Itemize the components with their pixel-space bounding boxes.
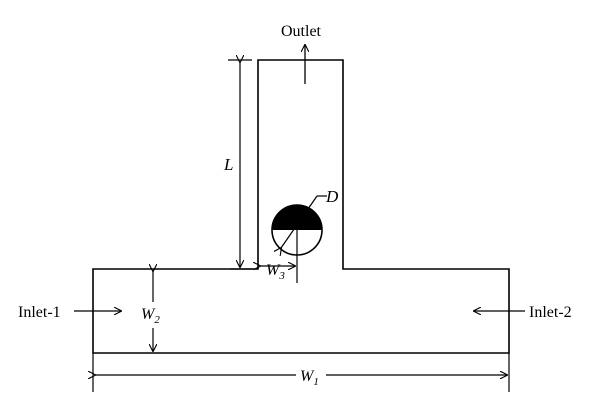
d-label: D: [325, 187, 339, 206]
w3-label: W3: [266, 262, 285, 282]
inlet-1-label: Inlet-1: [18, 304, 61, 321]
w2-subscript: 2: [154, 314, 160, 326]
l-label: L: [223, 155, 233, 174]
w2-label: W2: [141, 306, 160, 326]
diameter-line: [281, 195, 318, 248]
w2-label-background: [141, 302, 169, 328]
outlet-label: Outlet: [281, 23, 322, 40]
inlet-2-label: Inlet-2: [529, 304, 572, 321]
w3-subscript: 3: [278, 270, 285, 282]
w1-label-background: [296, 364, 326, 388]
w1-subscript: 1: [313, 376, 319, 388]
channel-outline: [92, 59, 510, 354]
w1-label: W1: [300, 368, 319, 388]
cylinder-top-half: [272, 205, 322, 230]
